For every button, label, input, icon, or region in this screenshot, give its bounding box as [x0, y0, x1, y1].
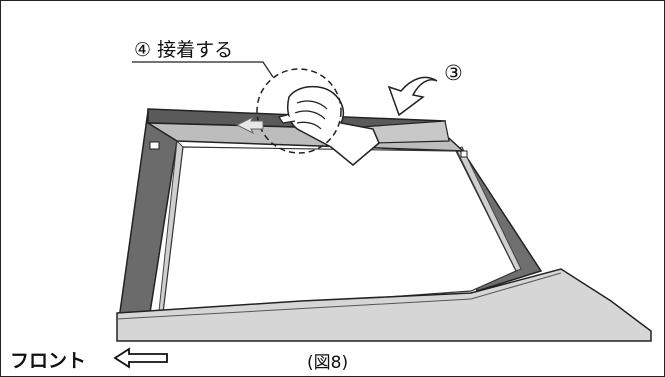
- hand-icon: [278, 85, 380, 166]
- arrow-left-icon: [113, 347, 168, 369]
- step4-leader-line: [132, 61, 274, 78]
- focus-circle: [256, 68, 342, 154]
- front-direction-label: フロント: [10, 350, 87, 372]
- step3-label: ③: [444, 61, 463, 85]
- direction-sticker-icon: [235, 115, 264, 135]
- window-opening: [162, 146, 517, 314]
- belt-line: [116, 272, 562, 320]
- clip-mark-right: [460, 150, 468, 158]
- door-body-panel: [116, 268, 652, 342]
- step4-label: ④ 接着する: [134, 39, 234, 61]
- figure-caption: (図8): [307, 353, 349, 373]
- clip-mark-left: [149, 141, 160, 150]
- curved-arrow-icon: [387, 76, 438, 117]
